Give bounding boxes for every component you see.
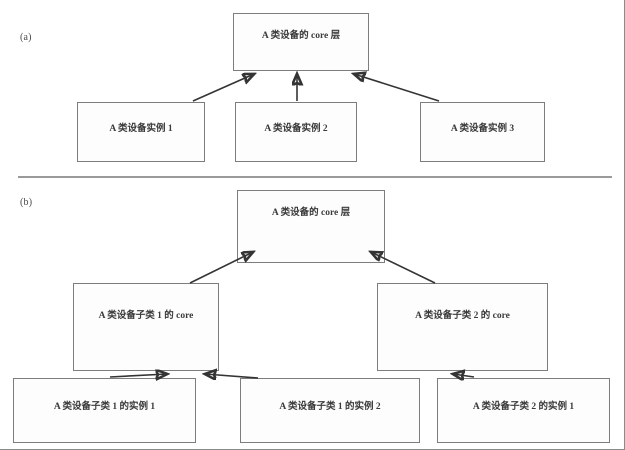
node-b-core-label: A 类设备的 core 层 bbox=[271, 208, 351, 218]
node-b-instance-1-label: A 类设备子类 1 的实例 1 bbox=[53, 402, 156, 412]
panel-a: (a) A 类设备的 core 层 A 类设备实例 1 A 类设备实例 2 A … bbox=[0, 0, 624, 178]
node-a-instance-2-label: A 类设备实例 2 bbox=[264, 124, 328, 134]
node-b-subclass-core-1-label: A 类设备子类 1 的 core bbox=[98, 311, 194, 321]
node-a-instance-1-label: A 类设备实例 1 bbox=[109, 124, 173, 134]
panel-a-label: (a) bbox=[20, 32, 32, 43]
node-a-instance-3-label: A 类设备实例 3 bbox=[450, 124, 515, 134]
node-a-instance-1[interactable]: A 类设备实例 1 bbox=[77, 102, 205, 162]
node-b-instance-3[interactable]: A 类设备子类 2 的实例 1 bbox=[437, 378, 610, 443]
node-b-subclass-core-2-label: A 类设备子类 2 的 core bbox=[415, 311, 510, 321]
node-b-core[interactable]: A 类设备的 core 层 bbox=[237, 190, 385, 263]
node-a-core[interactable]: A 类设备的 core 层 bbox=[233, 13, 369, 71]
node-a-core-label: A 类设备的 core 层 bbox=[261, 31, 341, 41]
node-b-instance-2-label: A 类设备子类 1 的实例 2 bbox=[279, 402, 381, 412]
node-a-instance-3[interactable]: A 类设备实例 3 bbox=[420, 102, 545, 162]
panel-b: (b) A 类设备的 core 层 A 类设备子类 1 的 core A 类设备… bbox=[0, 177, 624, 449]
node-b-subclass-core-1[interactable]: A 类设备子类 1 的 core bbox=[73, 283, 219, 371]
node-b-subclass-core-2[interactable]: A 类设备子类 2 的 core bbox=[377, 283, 548, 371]
node-b-instance-2[interactable]: A 类设备子类 1 的实例 2 bbox=[240, 378, 420, 443]
panel-divider bbox=[18, 176, 612, 178]
node-b-instance-3-label: A 类设备子类 2 的实例 1 bbox=[472, 402, 575, 412]
node-a-instance-2[interactable]: A 类设备实例 2 bbox=[235, 102, 357, 162]
panel-b-label: (b) bbox=[20, 197, 33, 208]
node-b-instance-1[interactable]: A 类设备子类 1 的实例 1 bbox=[13, 378, 196, 443]
